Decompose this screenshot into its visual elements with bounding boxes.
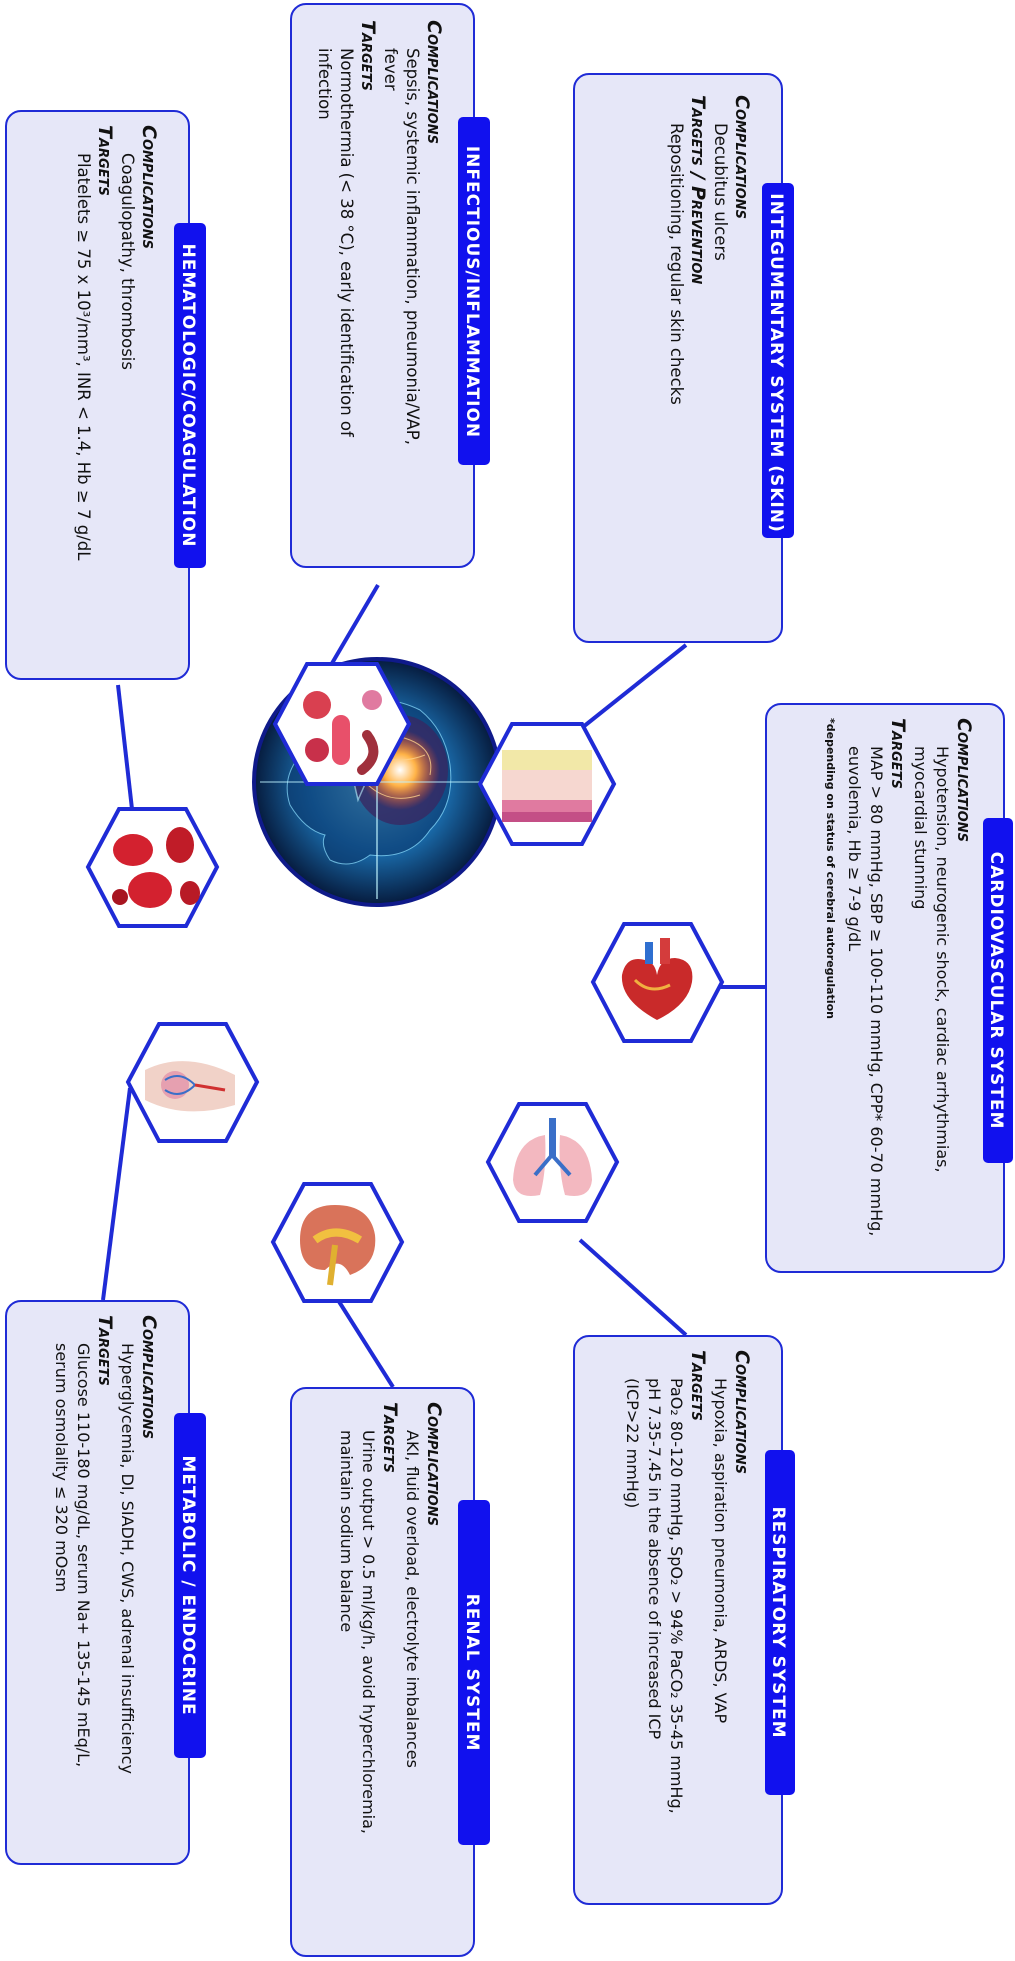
cardiovascular-content: Complications Hypotension, neurogenic sh…: [819, 718, 975, 1258]
infectious-content: Complications Sepsis, systemic inflammat…: [313, 20, 445, 490]
metabolic-targets-heading: Targets: [94, 1315, 116, 1386]
metabolic-complications-text: Hyperglycemia, DI, SIADH, CWS, adrenal i…: [118, 1343, 137, 1774]
renal-targets-line1: Urine output > 0.5 ml/kg/h, avoid hyperc…: [359, 1430, 378, 1834]
infectious-complications-text: Sepsis, systemic inflammation, pneumonia…: [381, 48, 422, 445]
respiratory-panel: [573, 1335, 783, 1905]
cardiovascular-targets-line2: euvolemia, Hb ≥ 7-9 g/dL: [845, 746, 864, 952]
integumentary-panel: [573, 73, 783, 643]
respiratory-targets-heading: Targets: [687, 1350, 709, 1421]
respiratory-complications-heading: Complications: [731, 1350, 753, 1474]
integumentary-complications-text: Decubitus ulcers: [711, 123, 730, 261]
integumentary-targets-heading: Targets / Prevention: [687, 95, 709, 285]
cardiovascular-targets-line1: MAP > 80 mmHg, SBP ≥ 100-110 mmHg, CPP* …: [867, 746, 886, 1237]
respiratory-content: Complications Hypoxia, aspiration pneumo…: [621, 1350, 753, 1890]
bacteria-virus-icon: [272, 662, 412, 786]
renal-panel: [290, 1387, 475, 1957]
metabolic-title-tab: METABOLIC / ENDOCRINE: [174, 1413, 206, 1758]
integumentary-content: Complications Decubitus ulcers Targets /…: [665, 95, 753, 555]
hematologic-title: HEMATOLOGIC/COAGULATION: [178, 243, 198, 548]
infectious-title-tab: INFECTIOUS/INFLAMMATION: [458, 117, 490, 465]
renal-title: RENAL SYSTEM: [462, 1593, 482, 1752]
kidney-icon: [270, 1182, 405, 1303]
respiratory-complications-text: Hypoxia, aspiration pneumonia, ARDS, VAP: [711, 1378, 730, 1724]
hematologic-complications-text: Coagulopathy, thrombosis: [118, 153, 137, 370]
heart-icon: [590, 922, 725, 1043]
respiratory-title: RESPIRATORY SYSTEM: [768, 1506, 788, 1739]
cardiovascular-title: CARDIOVASCULAR SYSTEM: [986, 851, 1006, 1130]
infectious-targets-text: Normothermia (< 38 °C), early identifica…: [315, 48, 356, 437]
renal-complications-heading: Complications: [423, 1402, 445, 1526]
integumentary-complications-heading: Complications: [731, 95, 753, 219]
cardiovascular-title-tab: CARDIOVASCULAR SYSTEM: [983, 818, 1013, 1163]
hematologic-content: Complications Coagulopathy, thrombosis T…: [72, 125, 160, 595]
blood-clot-icon: [85, 807, 220, 928]
respiratory-targets-line1: PaO₂ 80-120 mmHg, SpO₂ > 94% PaCO₂ 35-45…: [667, 1378, 686, 1814]
renal-title-tab: RENAL SYSTEM: [458, 1500, 490, 1845]
cardiovascular-footnote: *depending on status of cerebral autoreg…: [824, 718, 837, 1019]
respiratory-title-tab: RESPIRATORY SYSTEM: [765, 1450, 795, 1795]
integumentary-title-tab: INTEGUMENTARY SYSTEM (SKIN): [762, 183, 794, 538]
hematologic-complications-heading: Complications: [138, 125, 160, 249]
infectious-targets-heading: Targets: [357, 20, 379, 91]
infectious-title: INFECTIOUS/INFLAMMATION: [462, 145, 482, 439]
integumentary-targets-text: Repositioning, regular skin checks: [667, 123, 686, 405]
integumentary-title: INTEGUMENTARY SYSTEM (SKIN): [766, 193, 786, 533]
metabolic-title: METABOLIC / ENDOCRINE: [178, 1455, 198, 1716]
metabolic-targets-line2: serum osmolality ≤ 320 mOsm: [52, 1343, 71, 1593]
endocrine-gland-icon: [125, 1022, 260, 1143]
cardiovascular-complications-line1: Hypotension, neurogenic shock, cardiac a…: [933, 746, 952, 1173]
hematologic-targets-text: Platelets ≥ 75 x 10³/mm³, INR < 1.4, Hb …: [74, 153, 93, 561]
cardiovascular-complications-heading: Complications: [953, 718, 975, 842]
cardiovascular-complications-line2: myocardial stunning: [911, 746, 930, 910]
hematologic-targets-heading: Targets: [94, 125, 116, 196]
renal-targets-heading: Targets: [379, 1402, 401, 1473]
respiratory-targets-line3: (ICP>22 mmHg): [623, 1378, 642, 1509]
hematologic-title-tab: HEMATOLOGIC/COAGULATION: [174, 223, 206, 568]
infectious-panel: [290, 3, 475, 568]
metabolic-content: Complications Hyperglycemia, DI, SIADH, …: [50, 1315, 160, 1855]
metabolic-targets-line1: Glucose 110-180 mg/dL, serum Na+ 135-145…: [74, 1343, 93, 1768]
renal-targets-line2: maintain sodium balance: [337, 1430, 356, 1633]
cardiovascular-panel: [765, 703, 1005, 1273]
respiratory-targets-line2: pH 7.35-7.45 in the absence of increased…: [645, 1378, 664, 1740]
renal-content: Complications AKI, fluid overload, elect…: [335, 1402, 445, 1942]
cardiovascular-targets-heading: Targets: [887, 718, 909, 789]
infectious-complications-heading: Complications: [423, 20, 445, 144]
metabolic-complications-heading: Complications: [138, 1315, 160, 1439]
lungs-icon: [485, 1102, 620, 1223]
hematologic-panel: [5, 110, 190, 680]
skin-layers-icon: [477, 722, 617, 846]
renal-complications-text: AKI, fluid overload, electrolyte imbalan…: [403, 1430, 422, 1768]
